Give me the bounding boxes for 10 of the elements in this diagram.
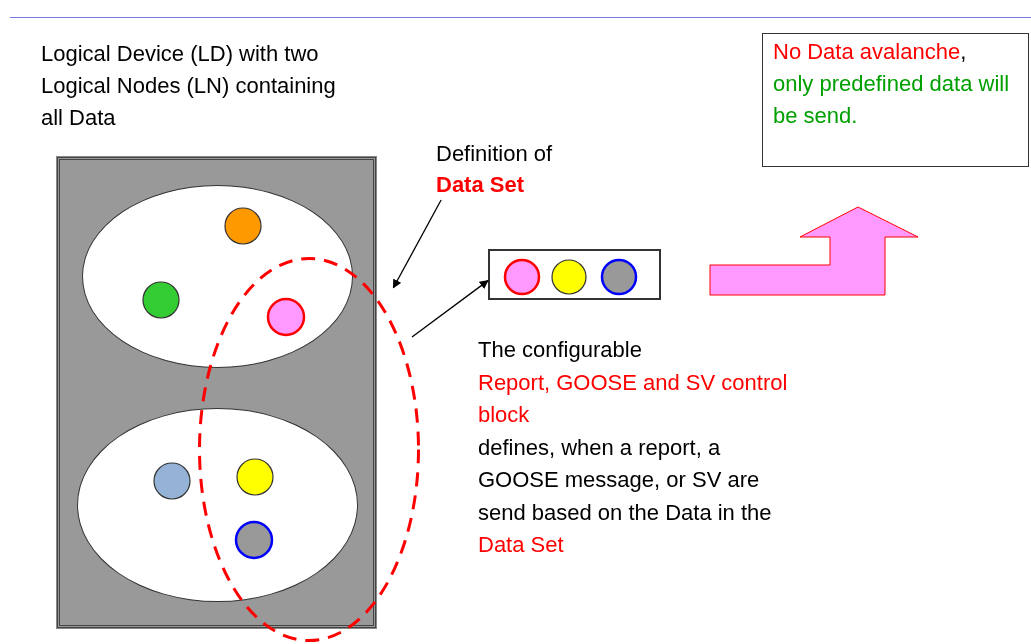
note-box — [762, 33, 1029, 167]
definition-text: Definition of — [436, 140, 553, 168]
arrow — [411, 279, 489, 338]
block-arrow — [709, 206, 919, 296]
note-text: No Data avalanche, only predefined data will be send. — [773, 38, 1011, 130]
device-heading: Logical Device (LD) with two Logical Nodes (LN) containing all Data — [41, 40, 337, 132]
description-text: The configurable Report, GOOSE and SV control block defines, when a report, a GOOSE message, or SV are send based on the Data in the Data Set — [478, 336, 789, 559]
arrow — [392, 199, 442, 289]
definition-text: Data Set — [436, 171, 525, 199]
data-set-box — [488, 249, 661, 300]
